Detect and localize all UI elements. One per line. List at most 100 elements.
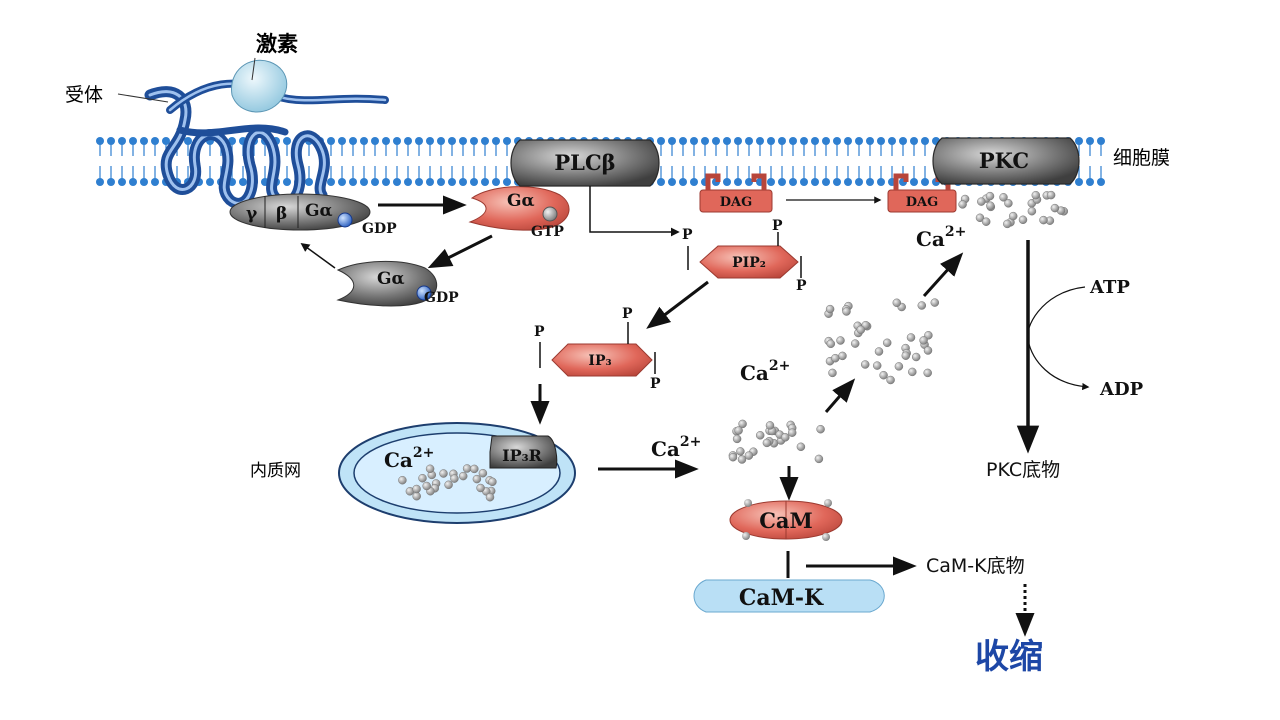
lipid-head — [360, 137, 368, 145]
calcium-ion — [485, 492, 495, 502]
ip3-phosphate-1: P — [534, 324, 545, 340]
lipid-head — [767, 137, 775, 145]
calcium-ion — [734, 426, 743, 435]
calcium-ion — [828, 368, 837, 378]
lipid-head — [723, 137, 731, 145]
calcium-ion — [728, 452, 738, 462]
calcium-ion — [911, 352, 921, 362]
calcium-ion — [977, 197, 986, 206]
lipid-head — [129, 137, 137, 145]
gdp-label-trimer: GDP — [362, 221, 397, 237]
camk-substrate-label: CaM-K底物 — [926, 555, 1025, 577]
calcium-ion — [762, 438, 772, 448]
calcium-ion — [781, 433, 790, 442]
receptor-label: 受体 — [65, 84, 103, 106]
lipid-head — [1086, 137, 1094, 145]
lipid-head — [437, 178, 445, 186]
lipid-head — [140, 178, 148, 186]
g-protein-trimer — [229, 193, 371, 231]
calcium-ion — [744, 451, 754, 460]
lipid-head — [481, 178, 489, 186]
arrow-calcium-middle-to-pkc — [922, 252, 964, 298]
lipid-head — [426, 178, 434, 186]
arrow-galpha-gtp-to-gdp — [427, 234, 493, 269]
calcium-ion — [425, 464, 435, 474]
lipid-head — [206, 178, 214, 186]
g-alpha-label-trimer: Gα — [305, 201, 333, 221]
lipid-head — [844, 178, 852, 186]
pip2-phosphate-2: P — [772, 218, 783, 234]
lipid-head — [910, 137, 918, 145]
lipid-head — [393, 178, 401, 186]
calcium-ion — [488, 477, 497, 487]
dag-left-label: DAG — [720, 195, 752, 210]
lipid-head — [866, 178, 874, 186]
calcium-ion — [999, 193, 1008, 202]
lipid-head — [679, 137, 687, 145]
lipid-head — [382, 178, 390, 186]
cam-kinase — [693, 579, 885, 613]
calcium-ion — [923, 368, 932, 378]
lipid-head — [404, 178, 412, 186]
lipid-head — [800, 178, 808, 186]
contraction-label: 收缩 — [975, 637, 1043, 677]
calcium-ion — [872, 361, 882, 370]
lipid-head — [338, 178, 346, 186]
lipid-head — [448, 137, 456, 145]
calcium-ion — [1031, 190, 1041, 200]
calcium-ion — [738, 419, 747, 429]
lipid-head — [382, 137, 390, 145]
lipid-head — [690, 178, 698, 186]
plc-beta-label: PLCβ — [554, 150, 615, 175]
calcium-ion — [882, 338, 892, 348]
ip3r-label: IP₃R — [502, 446, 543, 465]
lipid-head — [140, 137, 148, 145]
lipid-head — [778, 178, 786, 186]
lipid-head — [371, 178, 379, 186]
lipid-head — [415, 137, 423, 145]
lipid-head — [767, 178, 775, 186]
lipid-head — [415, 178, 423, 186]
dag-right-label: DAG — [906, 195, 938, 210]
arrow-plc-to-pip2 — [589, 186, 680, 237]
pip2-molecule — [687, 232, 802, 279]
lipid-head — [1086, 178, 1094, 186]
lipid-head — [811, 137, 819, 145]
lipid-head — [657, 178, 665, 186]
ip3-receptor — [489, 435, 558, 469]
calcium-label-upper: Ca2+ — [916, 224, 966, 251]
calcium-label-middle: Ca2+ — [740, 358, 790, 385]
lipid-head — [811, 178, 819, 186]
ip3-molecule — [539, 322, 656, 377]
plc-beta-protein — [510, 139, 660, 187]
lipid-head — [1097, 178, 1105, 186]
calcium-ion — [831, 353, 840, 363]
lipid-head — [349, 137, 357, 145]
g-alpha-label-gtp: Gα — [507, 191, 535, 211]
receptor-pointer-line — [117, 93, 169, 103]
calcium-ion — [908, 367, 917, 377]
lipid-head — [833, 137, 841, 145]
calcium-ion — [814, 454, 824, 464]
lipid-head — [107, 178, 115, 186]
lipid-head — [679, 178, 687, 186]
lipid-head — [778, 137, 786, 145]
calcium-ion — [796, 442, 806, 452]
calcium-ion — [1046, 190, 1056, 200]
lipid-head — [1097, 137, 1105, 145]
calcium-ion — [901, 351, 911, 360]
lipid-head — [283, 178, 291, 186]
lipid-head — [701, 137, 709, 145]
pkc-label: PKC — [979, 148, 1029, 173]
lipid-head — [668, 137, 676, 145]
lipid-head — [404, 137, 412, 145]
pkc-protein — [932, 137, 1080, 185]
gdp-label-free: GDP — [424, 290, 459, 306]
lipid-head — [393, 137, 401, 145]
calcium-ion — [412, 484, 421, 494]
calcium-ion — [975, 213, 985, 223]
pip2-phosphate-3: P — [796, 278, 807, 294]
calcium-ion — [856, 325, 866, 335]
calcium-ion — [825, 304, 835, 314]
